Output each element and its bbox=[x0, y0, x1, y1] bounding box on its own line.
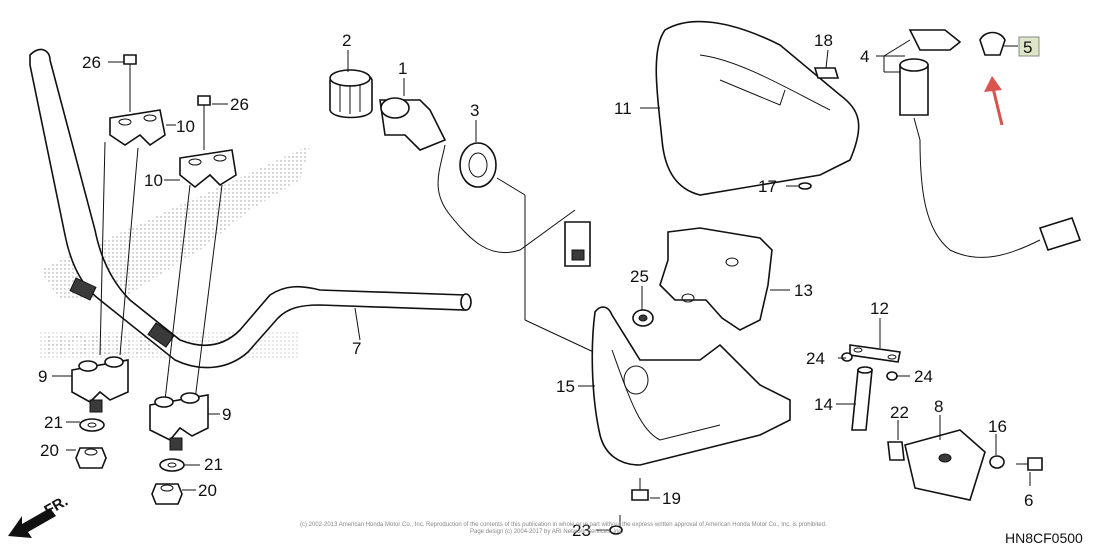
stay-part-12[interactable] bbox=[849, 344, 901, 363]
callout-2[interactable]: 2 bbox=[342, 31, 351, 50]
callout-5[interactable]: 5 bbox=[1023, 38, 1032, 57]
socket-part-1[interactable] bbox=[379, 97, 591, 267]
front-direction-marker: FR. bbox=[8, 493, 71, 538]
callout-20a[interactable]: 20 bbox=[40, 441, 59, 460]
washer-21a[interactable] bbox=[79, 418, 105, 432]
lower-holder-9a[interactable] bbox=[71, 356, 129, 413]
lower-holder-9b[interactable] bbox=[149, 392, 209, 451]
nut-part-22[interactable] bbox=[887, 441, 905, 461]
callout-17[interactable]: 17 bbox=[758, 177, 777, 196]
washer-21b[interactable] bbox=[159, 458, 185, 472]
bolt-26a[interactable] bbox=[123, 54, 137, 112]
callout-25[interactable]: 25 bbox=[630, 267, 649, 286]
callout-13[interactable]: 13 bbox=[794, 281, 813, 300]
upper-holder-10a[interactable] bbox=[109, 109, 166, 147]
screw-part-19[interactable] bbox=[631, 478, 649, 501]
nut-20b[interactable] bbox=[151, 483, 183, 505]
callout-10b[interactable]: 10 bbox=[144, 171, 163, 190]
callout-20b[interactable]: 20 bbox=[198, 481, 217, 500]
callout-7[interactable]: 7 bbox=[352, 339, 361, 358]
screw-part-17[interactable] bbox=[798, 182, 812, 190]
callout-26b[interactable]: 26 bbox=[230, 95, 249, 114]
clip-part-18[interactable] bbox=[813, 67, 840, 79]
grip-part-2[interactable] bbox=[329, 69, 373, 119]
bolt-26b[interactable] bbox=[197, 95, 211, 150]
bolt-part-6[interactable] bbox=[1016, 457, 1043, 471]
rubber-part-25[interactable] bbox=[632, 309, 654, 327]
lower-cover-part-15[interactable] bbox=[591, 306, 791, 466]
leader-lines bbox=[52, 39, 1031, 531]
callout-26a[interactable]: 26 bbox=[82, 53, 101, 72]
collar-part-16[interactable] bbox=[989, 455, 1005, 469]
callout-18[interactable]: 18 bbox=[814, 31, 833, 50]
screw-part-24b[interactable] bbox=[886, 371, 898, 381]
diagram-code: HN8CF0500 bbox=[1005, 530, 1083, 546]
callout-10a[interactable]: 10 bbox=[176, 117, 195, 136]
callout-16[interactable]: 16 bbox=[988, 417, 1007, 436]
plate-part-8[interactable] bbox=[904, 429, 986, 501]
highlight-arrow bbox=[984, 76, 1004, 126]
callout-4[interactable]: 4 bbox=[860, 47, 869, 66]
callout-14[interactable]: 14 bbox=[814, 395, 833, 414]
pipe-part-14[interactable] bbox=[851, 366, 873, 431]
switch-part-4[interactable] bbox=[899, 29, 1082, 258]
callout-21a[interactable]: 21 bbox=[44, 413, 63, 432]
callout-19[interactable]: 19 bbox=[662, 489, 681, 508]
callout-12[interactable]: 12 bbox=[870, 299, 889, 318]
screw-part-24a[interactable] bbox=[841, 352, 853, 362]
callout-22[interactable]: 22 bbox=[890, 403, 909, 422]
callout-15[interactable]: 15 bbox=[556, 377, 575, 396]
assembly-guide-lines bbox=[99, 141, 223, 401]
callout-11[interactable]: 11 bbox=[614, 99, 632, 118]
upper-holder-10b[interactable] bbox=[179, 149, 237, 189]
callout-21b[interactable]: 21 bbox=[204, 455, 223, 474]
callout-1[interactable]: 1 bbox=[398, 59, 407, 78]
callout-labels: 1 2 3 4 5 6 7 8 9 9 10 10 11 12 13 14 15… bbox=[38, 31, 1040, 540]
ring-nut-part-3[interactable] bbox=[459, 142, 601, 356]
callout-9b[interactable]: 9 bbox=[222, 405, 231, 424]
front-arrow-icon bbox=[8, 508, 56, 538]
callout-24b[interactable]: 24 bbox=[914, 367, 933, 386]
copyright-line-2: Page design (c) 2004-2017 by ARI Network… bbox=[470, 529, 623, 535]
bracket-part-13[interactable] bbox=[659, 227, 773, 331]
callout-24a[interactable]: 24 bbox=[806, 349, 825, 368]
cap-part-5[interactable] bbox=[979, 31, 1006, 56]
callout-23[interactable]: 23 bbox=[572, 521, 591, 540]
callout-5-highlight-box bbox=[1018, 36, 1040, 57]
callout-3[interactable]: 3 bbox=[470, 101, 479, 120]
copyright-line-1: (c) 2002-2013 American Honda Motor Co., … bbox=[300, 522, 827, 528]
cover-part-11[interactable] bbox=[655, 20, 860, 196]
callout-6[interactable]: 6 bbox=[1024, 491, 1033, 510]
handlebar-part-7[interactable] bbox=[29, 48, 472, 369]
callout-8[interactable]: 8 bbox=[934, 397, 943, 416]
callout-9a[interactable]: 9 bbox=[38, 367, 47, 386]
nut-20a[interactable] bbox=[75, 447, 107, 469]
